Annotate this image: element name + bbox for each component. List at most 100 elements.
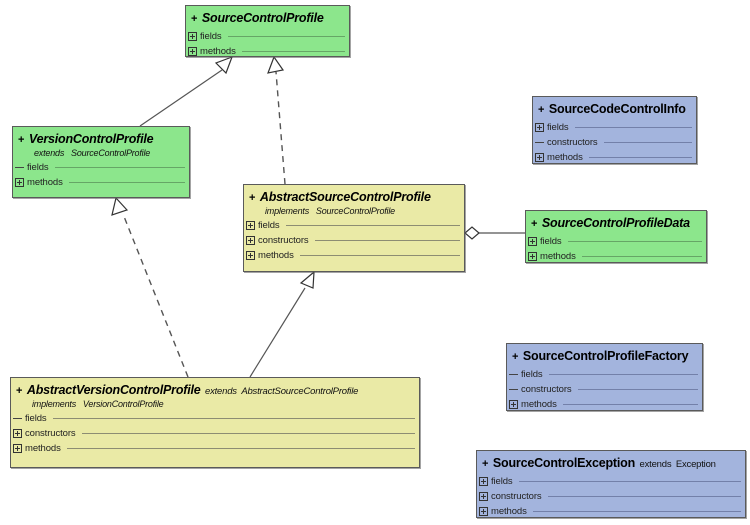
visibility-marker: + (512, 351, 519, 363)
expand-toggle-icon[interactable] (535, 153, 544, 163)
compartment-constructors[interactable]: constructors (244, 233, 464, 248)
compartment-rule (52, 418, 415, 420)
compartment-rule (574, 127, 692, 129)
compartment-fields[interactable]: fields (186, 29, 349, 44)
expand-toggle-icon[interactable] (535, 123, 544, 133)
class-box-abstract-source-control-profile[interactable]: + AbstractSourceControlProfile implement… (243, 184, 465, 272)
class-box-version-control-profile[interactable]: + VersionControlProfile extends SourceCo… (12, 126, 190, 198)
expand-toggle-icon[interactable] (13, 429, 22, 439)
compartment-rule (562, 404, 698, 406)
compartment-label: fields (258, 220, 280, 232)
compartment-label: fields (200, 31, 222, 43)
implements-keyword: implements (32, 398, 77, 409)
compartment-label: methods (547, 152, 583, 164)
compartment-label: methods (258, 250, 294, 262)
compartment-constructors[interactable]: constructors (477, 489, 745, 504)
compartment-fields[interactable]: fields (244, 218, 464, 233)
compartment-methods[interactable]: methods (526, 249, 706, 263)
class-header: + SourceControlProfileFactory (507, 344, 702, 367)
expand-toggle-icon-empty (509, 370, 518, 379)
expand-toggle-icon[interactable] (246, 221, 255, 231)
class-box-source-control-profile[interactable]: + SourceControlProfile fields methods (185, 5, 350, 57)
compartment-constructors[interactable]: constructors (11, 426, 419, 441)
compartment-methods[interactable]: methods (244, 248, 464, 263)
class-implements-line: implements VersionControlProfile (16, 399, 414, 409)
expand-toggle-icon[interactable] (13, 444, 22, 454)
expand-toggle-icon[interactable] (246, 236, 255, 246)
compartment-label: methods (200, 46, 236, 57)
compartment-label: constructors (521, 384, 572, 396)
visibility-marker: + (191, 13, 198, 25)
compartment-fields[interactable]: fields (533, 120, 696, 135)
relationship-abstract-version-control-profile-extends-abstract-source-control-profile[interactable] (249, 270, 315, 378)
class-name: SourceControlProfileData (541, 216, 690, 230)
class-box-source-code-control-info[interactable]: + SourceCodeControlInfo fields construct… (532, 96, 697, 164)
class-header: + AbstractSourceControlProfile implement… (244, 185, 464, 218)
compartment-rule (241, 51, 345, 53)
relationship-version-control-profile-extends-source-control-profile[interactable] (139, 55, 234, 127)
compartment-rule (588, 157, 692, 159)
compartment-label: methods (27, 177, 63, 189)
compartment-methods[interactable]: methods (533, 150, 696, 164)
compartment-fields[interactable]: fields (507, 367, 702, 382)
visibility-marker: + (531, 218, 538, 230)
extends-target: SourceControlProfile (71, 147, 151, 158)
class-name: SourceCodeControlInfo (548, 102, 686, 116)
class-implements-line: implements SourceControlProfile (249, 206, 459, 216)
class-name: VersionControlProfile (28, 132, 154, 146)
class-header: + VersionControlProfile extends SourceCo… (13, 127, 189, 160)
expand-toggle-icon[interactable] (509, 400, 518, 410)
class-box-source-control-exception[interactable]: + SourceControlException extends Excepti… (476, 450, 746, 518)
compartment-rule (68, 182, 185, 184)
class-header: + SourceControlProfileData (526, 211, 706, 234)
expand-toggle-icon[interactable] (479, 477, 488, 487)
compartment-methods[interactable]: methods (186, 44, 349, 57)
compartment-rule (66, 448, 415, 450)
expand-toggle-icon[interactable] (188, 47, 197, 56)
class-header: + AbstractVersionControlProfile extends … (11, 378, 419, 411)
compartment-methods[interactable]: methods (11, 441, 419, 456)
compartment-rule (548, 374, 698, 376)
expand-toggle-icon[interactable] (528, 252, 537, 262)
compartment-fields[interactable]: fields (13, 160, 189, 175)
class-name: AbstractSourceControlProfile (259, 190, 431, 204)
compartment-rule (603, 142, 692, 144)
relationship-abstract-source-control-profile-aggregates-source-control-profile-data[interactable] (464, 226, 525, 240)
compartment-methods[interactable]: methods (507, 397, 702, 410)
class-name: AbstractVersionControlProfile (26, 383, 201, 397)
class-extends-line: extends SourceControlProfile (18, 148, 184, 158)
compartment-label: fields (491, 476, 513, 488)
expand-toggle-icon[interactable] (528, 237, 537, 247)
expand-toggle-icon[interactable] (188, 32, 197, 42)
implements-target: VersionControlProfile (82, 398, 164, 409)
compartment-fields[interactable]: fields (477, 474, 745, 489)
compartment-rule (285, 225, 460, 227)
compartment-fields[interactable]: fields (526, 234, 706, 249)
extends-target: Exception (675, 459, 716, 470)
compartment-rule (314, 240, 460, 242)
relationship-abstract-source-control-profile-implements-source-control-profile[interactable] (267, 55, 286, 185)
expand-toggle-icon[interactable] (479, 507, 488, 517)
expand-toggle-icon[interactable] (15, 178, 24, 188)
class-header: + SourceControlProfile (186, 6, 349, 29)
compartment-constructors[interactable]: constructors (507, 382, 702, 397)
class-box-source-control-profile-data[interactable]: + SourceControlProfileData fields method… (525, 210, 707, 263)
class-name: SourceControlProfile (201, 11, 324, 25)
compartment-label: fields (540, 236, 562, 248)
expand-toggle-icon-empty (535, 138, 544, 147)
visibility-marker: + (16, 385, 23, 397)
class-box-source-control-profile-factory[interactable]: + SourceControlProfileFactory fields con… (506, 343, 703, 411)
compartment-rule (577, 389, 698, 391)
compartment-fields[interactable]: fields (11, 411, 419, 426)
expand-toggle-icon[interactable] (246, 251, 255, 261)
compartment-constructors[interactable]: constructors (533, 135, 696, 150)
compartment-label: methods (540, 251, 576, 263)
compartment-methods[interactable]: methods (477, 504, 745, 517)
compartment-methods[interactable]: methods (13, 175, 189, 190)
compartment-label: fields (521, 369, 543, 381)
relationship-abstract-version-control-profile-implements-version-control-profile[interactable] (111, 196, 189, 378)
expand-toggle-icon-empty (15, 163, 24, 172)
class-box-abstract-version-control-profile[interactable]: + AbstractVersionControlProfile extends … (10, 377, 420, 468)
expand-toggle-icon[interactable] (479, 492, 488, 502)
